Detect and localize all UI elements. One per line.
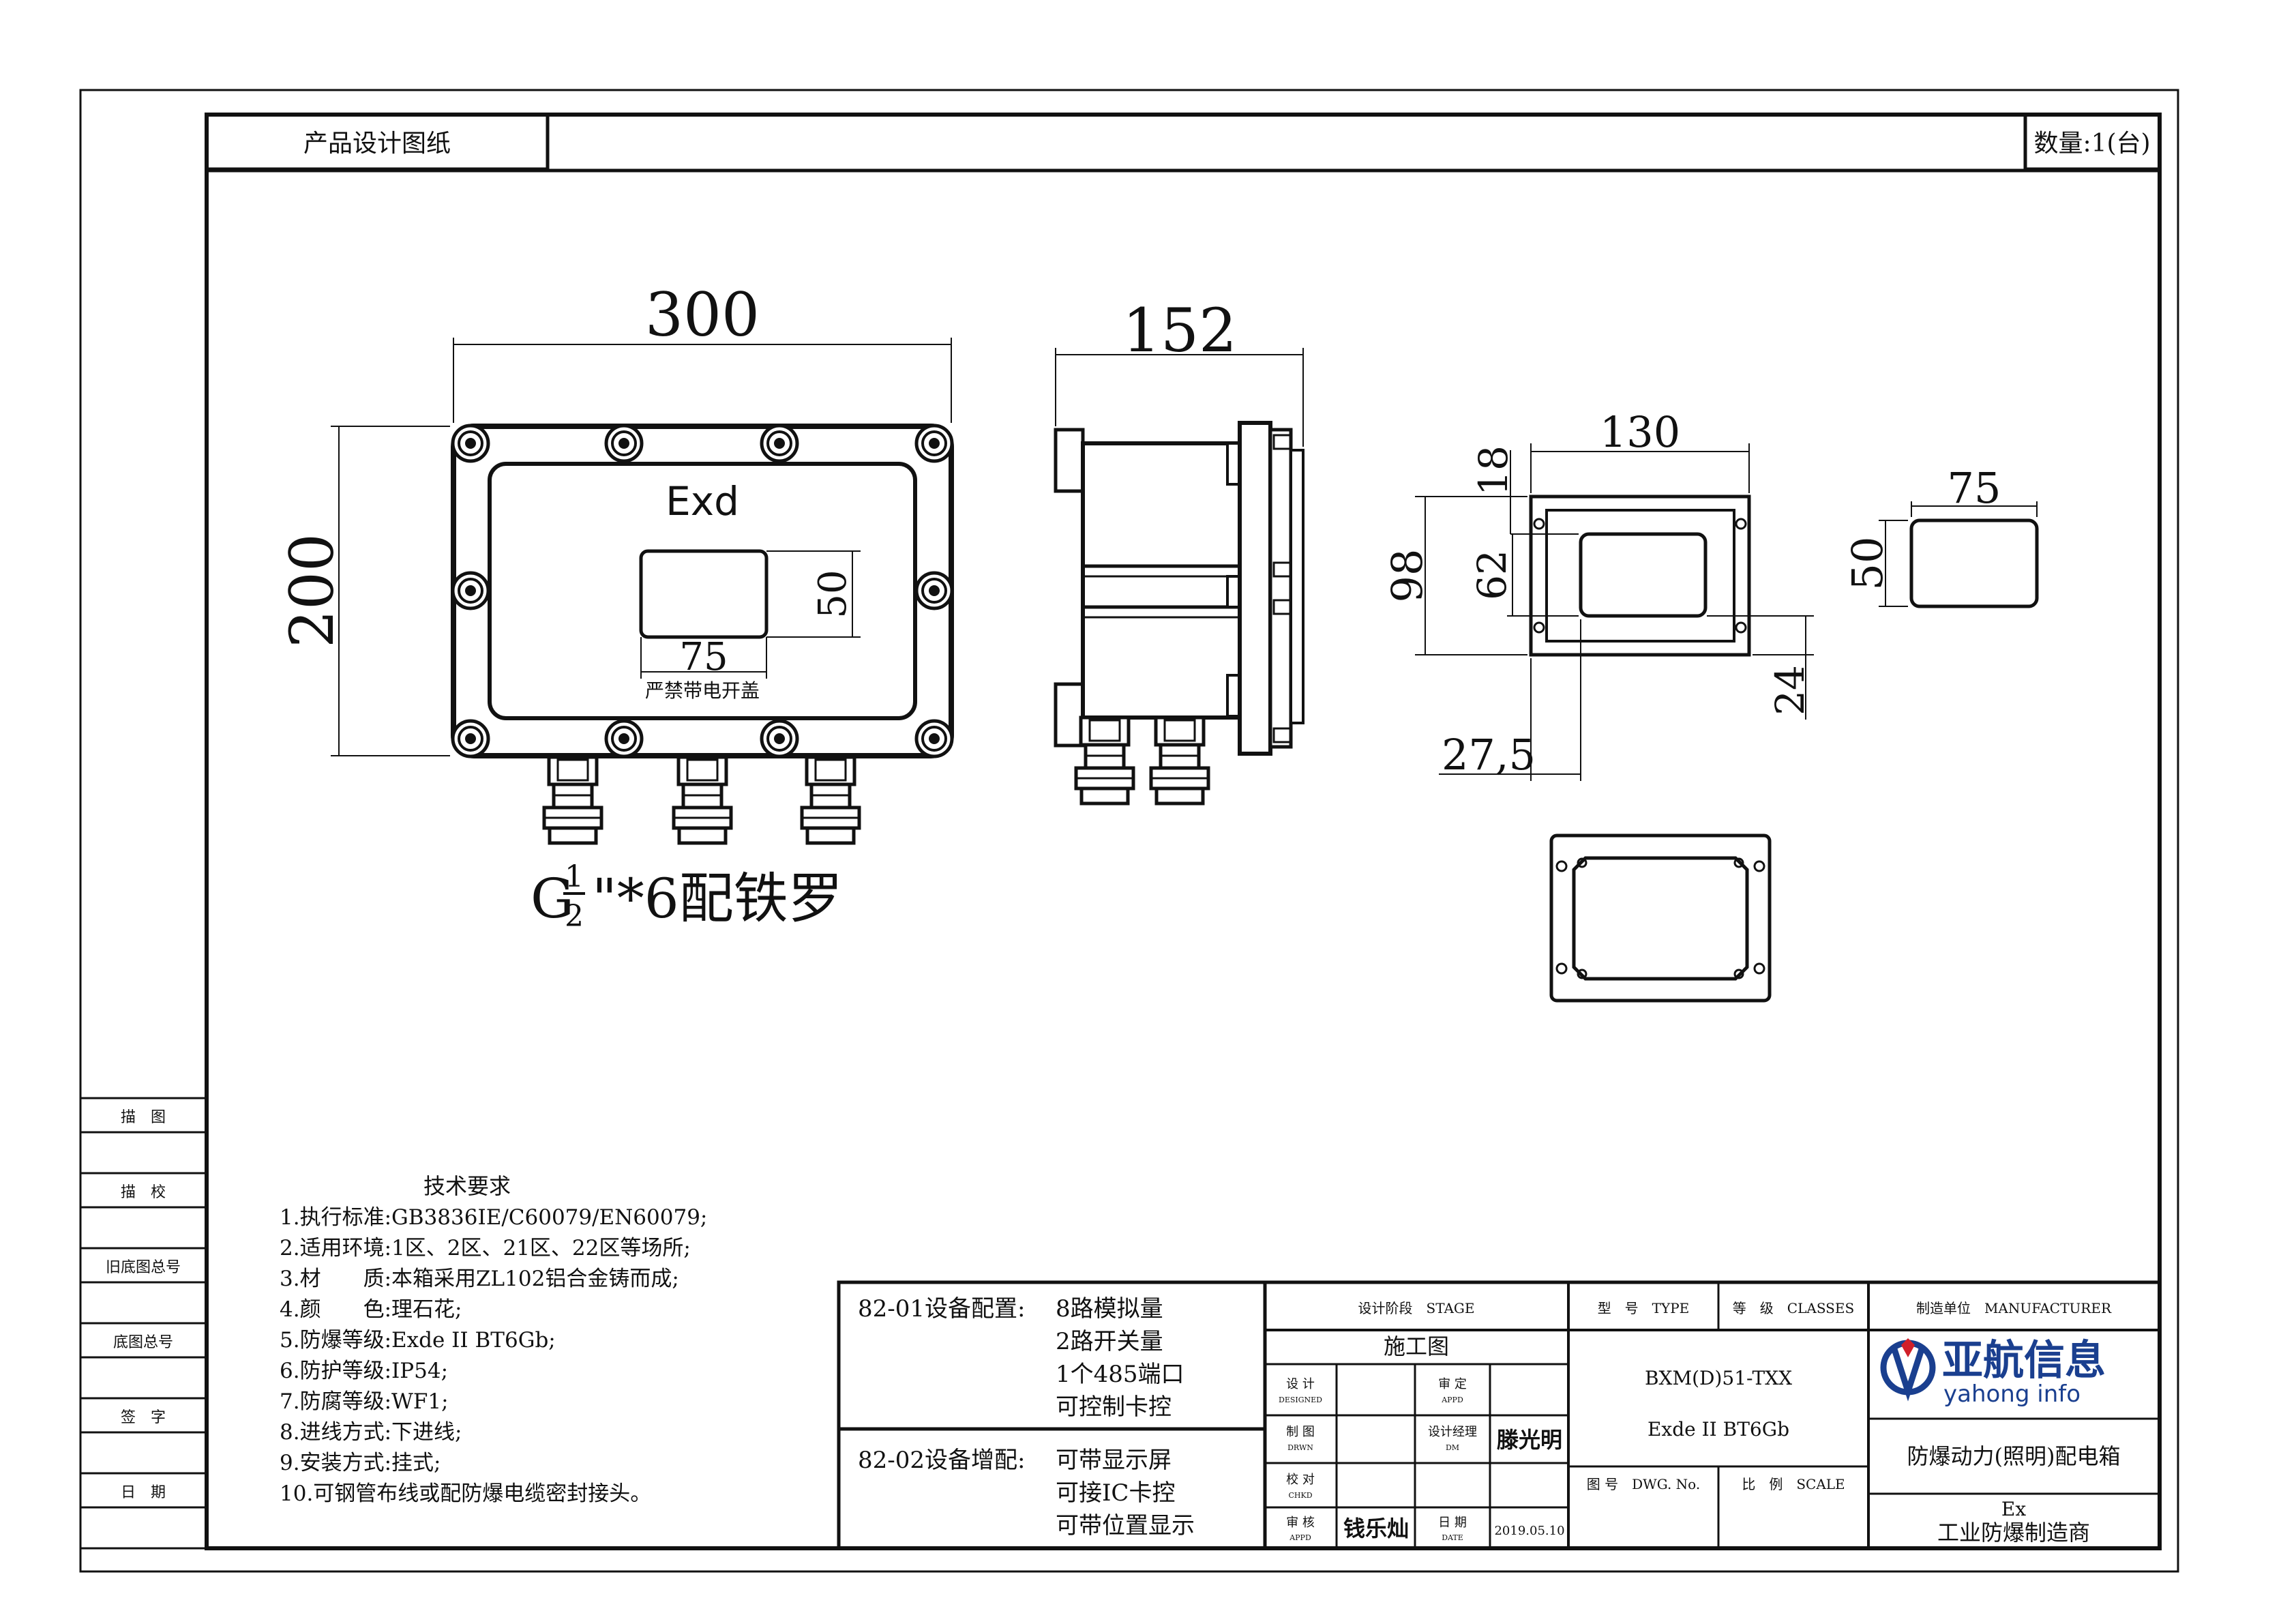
tb-manager-en: DM bbox=[1446, 1443, 1459, 1452]
tech-item-3: 3.材 质:本箱采用ZL102铝合金铸而成; bbox=[280, 1267, 679, 1291]
gasket-plate bbox=[1549, 833, 1772, 1003]
thread-g: G bbox=[531, 867, 574, 930]
thread-num: 1 bbox=[565, 859, 584, 894]
config-1-label: 82-01设备配置: bbox=[858, 1295, 1025, 1323]
model: BXM(D)51-TXX bbox=[1645, 1367, 1792, 1389]
tech-item-6: 6.防护等级:IP54; bbox=[280, 1359, 448, 1383]
type-label: 型 号 TYPE bbox=[1598, 1300, 1690, 1316]
cutout-view: 130 98 18 62 24 27,5 bbox=[1382, 407, 1814, 781]
company-logo-icon bbox=[1880, 1338, 1936, 1402]
maker: 工业防爆制造商 bbox=[1937, 1520, 2090, 1546]
tech-title: 技术要求 bbox=[423, 1173, 511, 1199]
tech-item-10: 10.可钢管布线或配防爆电缆密封接头。 bbox=[280, 1481, 651, 1506]
tb-date: 日 期 bbox=[1438, 1516, 1467, 1530]
strip-date: 日 期 bbox=[121, 1484, 166, 1501]
config-2-item-2: 可接IC卡控 bbox=[1056, 1479, 1175, 1507]
config-1-item-3: 1个485端口 bbox=[1056, 1361, 1184, 1388]
config-1-item-2: 2路开关量 bbox=[1056, 1328, 1163, 1355]
config-2-item-1: 可带显示屏 bbox=[1056, 1447, 1172, 1474]
stage-value: 施工图 bbox=[1384, 1333, 1449, 1359]
mfr-label: 制造单位 MANUFACTURER bbox=[1916, 1300, 2112, 1316]
dim-18: 18 bbox=[1470, 445, 1517, 496]
dim-window-50: 50 bbox=[811, 570, 855, 618]
strip-check: 描 校 bbox=[121, 1184, 166, 1201]
dim-152: 152 bbox=[1122, 295, 1237, 366]
stage-label: 设计阶段 STAGE bbox=[1358, 1300, 1475, 1316]
tech-item-9: 9.安装方式:挂式; bbox=[280, 1451, 441, 1475]
config-2-label: 82-02设备增配: bbox=[858, 1447, 1025, 1474]
quantity-box bbox=[2023, 113, 2162, 171]
strip-base-no: 底图总号 bbox=[113, 1334, 173, 1351]
title-block: 设计阶段 STAGE 施工图 设 计 DESIGNED 审 定 APPD 制 图… bbox=[1263, 1280, 2162, 1550]
tb-review: 审 核 bbox=[1286, 1516, 1315, 1530]
tb-date-en: DATE bbox=[1442, 1533, 1463, 1542]
tb-design: 设 计 bbox=[1286, 1377, 1315, 1391]
tech-item-1: 1.执行标准:GB3836IE/C60079/EN60079; bbox=[280, 1205, 707, 1230]
scale-label: 比 例 SCALE bbox=[1742, 1476, 1845, 1492]
tech-item-5: 5.防爆等级:Exde II BT6Gb; bbox=[280, 1328, 556, 1353]
product-name: 防爆动力(照明)配电箱 bbox=[1907, 1443, 2121, 1469]
tb-approve-en: APPD bbox=[1441, 1396, 1463, 1404]
config-box: 82-01设备配置: 8路模拟量 2路开关量 1个485端口 可控制卡控 82-… bbox=[837, 1280, 1267, 1550]
dim-small-50: 50 bbox=[1843, 537, 1892, 591]
front-view: Exd 严禁带电开盖 300 200 50 75 G 1 2 "*6配铁罗 bbox=[277, 280, 954, 934]
tech-item-2: 2.适用环境:1区、2区、21区、22区等场所; bbox=[280, 1236, 691, 1260]
tech-item-8: 8.进线方式:下进线; bbox=[280, 1420, 462, 1445]
quantity-label: 数量:1(台) bbox=[2033, 130, 2150, 158]
dim-200: 200 bbox=[277, 533, 347, 648]
dim-300: 300 bbox=[645, 280, 760, 350]
warning-label: 严禁带电开盖 bbox=[645, 679, 760, 702]
company-en: yahong info bbox=[1943, 1381, 2081, 1408]
thread-spec: "*6配铁罗 bbox=[592, 867, 843, 930]
tb-manager: 设计经理 bbox=[1428, 1425, 1477, 1439]
dim-small-75: 75 bbox=[1948, 463, 2001, 513]
front-window bbox=[639, 549, 769, 639]
outer-border bbox=[79, 89, 2179, 1573]
tb-approve: 审 定 bbox=[1438, 1377, 1467, 1391]
company-cn: 亚航信息 bbox=[1942, 1337, 2106, 1385]
dim-130: 130 bbox=[1600, 407, 1680, 457]
tb-design-en: DESIGNED bbox=[1279, 1396, 1322, 1404]
sheet-title: 产品设计图纸 bbox=[303, 130, 451, 158]
exd-label: Exd bbox=[666, 478, 739, 525]
tech-requirements: 技术要求 1.执行标准:GB3836IE/C60079/EN60079; 2.适… bbox=[280, 1173, 707, 1506]
dim-27-5: 27,5 bbox=[1442, 730, 1536, 780]
dim-98: 98 bbox=[1382, 549, 1432, 603]
side-view: 152 bbox=[1054, 295, 1304, 803]
tb-date-value: 2019.05.10 bbox=[1494, 1524, 1564, 1538]
strip-draw: 描 图 bbox=[121, 1109, 166, 1126]
tb-manager-name: 滕光明 bbox=[1497, 1427, 1562, 1453]
dwg-label: 图 号 DWG. No. bbox=[1587, 1476, 1700, 1492]
dim-62: 62 bbox=[1469, 550, 1515, 600]
thread-den: 2 bbox=[565, 899, 584, 934]
tb-draw-en: DRWN bbox=[1287, 1443, 1313, 1452]
tb-check: 校 对 bbox=[1286, 1473, 1315, 1487]
small-window-view: 75 50 bbox=[1843, 463, 2039, 608]
tech-item-7: 7.防腐等级:WF1; bbox=[280, 1389, 449, 1414]
class-label: 等 级 CLASSES bbox=[1733, 1300, 1854, 1316]
tech-item-4: 4.颜 色:理石花; bbox=[280, 1297, 462, 1322]
config-1-item-4: 可控制卡控 bbox=[1056, 1393, 1172, 1421]
left-strip: 描 图 描 校 旧底图总号 底图总号 签 字 日 期 bbox=[79, 1097, 208, 1550]
tb-review-name: 钱乐灿 bbox=[1343, 1516, 1409, 1541]
tb-review-en: APPD bbox=[1289, 1533, 1311, 1542]
config-2-item-3: 可带位置显示 bbox=[1056, 1512, 1195, 1539]
ex-class: Exde II BT6Gb bbox=[1648, 1418, 1789, 1441]
dim-24: 24 bbox=[1767, 665, 1813, 715]
dim-window-75: 75 bbox=[679, 635, 728, 679]
tb-draw: 制 图 bbox=[1286, 1425, 1315, 1439]
config-1-item-1: 8路模拟量 bbox=[1056, 1295, 1163, 1323]
tb-check-en: CHKD bbox=[1288, 1491, 1312, 1500]
ex-mark: Ex bbox=[2001, 1498, 2026, 1520]
strip-old-no: 旧底图总号 bbox=[106, 1259, 181, 1276]
strip-sign: 签 字 bbox=[121, 1409, 166, 1426]
